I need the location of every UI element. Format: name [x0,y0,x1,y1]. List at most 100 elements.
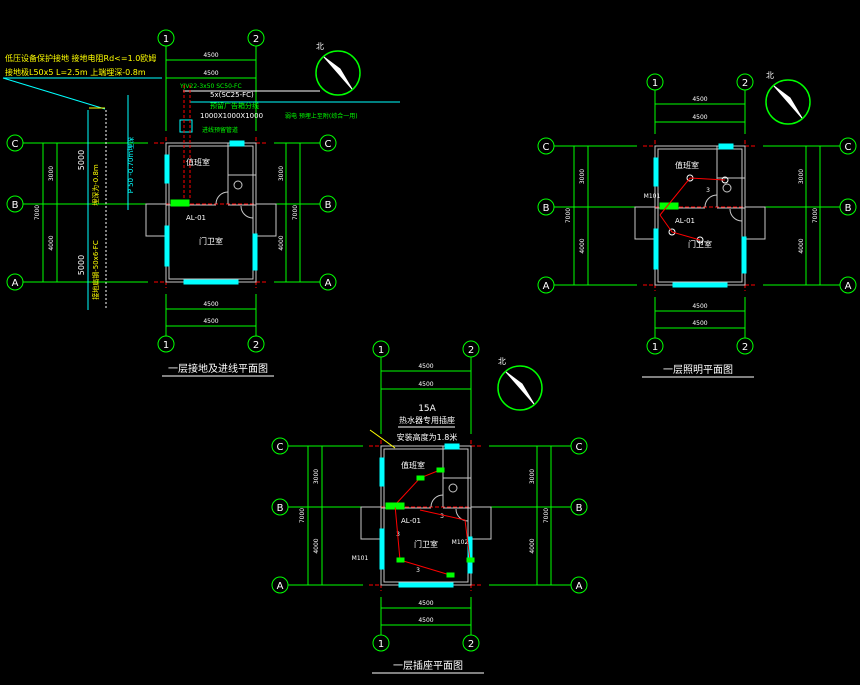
dim-v-1: 3000 [579,169,586,184]
door-swing [430,494,444,508]
axis-bubble-top-1: 1 [652,78,658,89]
window [741,236,747,274]
dim-v-1: 3000 [313,469,320,484]
riser-note: 进线预留管道 [202,126,238,134]
window [379,457,385,487]
socket-note-1: 热水器专用插座 [399,415,455,425]
pipe-note: 弱电 预埋上至附(综合一用) [285,112,358,120]
dim-v-right-1: 3000 [798,169,805,184]
dim-bottom: 4500 [692,303,707,310]
dim-v-right-total: 7000 [292,205,299,220]
dim-v-total: 7000 [299,508,306,523]
axis-bubble-left-A: A [12,278,19,289]
light-fixture-icon [668,228,676,236]
dim-v-1: 3000 [48,166,55,181]
dim-v-right-2: 4000 [529,538,536,553]
window [379,528,385,570]
light-wire-count: 3 [706,187,710,194]
socket-wire-count: 3 [440,513,444,520]
ground-note-1: 低压设备保护接地 接地电阻Rd<=1.0欧姆 [5,53,156,63]
toilet-fixture [448,483,458,493]
dim-bottom-2: 4500 [692,320,707,327]
north-label: 北 [766,71,774,80]
inner-wall [657,148,743,283]
axis-bubble-right-B: B [325,200,332,211]
dim-bottom: 4500 [203,301,218,308]
north-label: 北 [316,42,324,51]
socket-door-label-1: M101 [352,555,369,562]
dim-bottom-2: 4500 [203,318,218,325]
window [467,536,473,574]
door-swing [704,194,718,208]
axis-bubble-left-C: C [543,142,550,153]
room-label-guard: 门卫室 [199,236,223,246]
axis-bubble-left-A: A [543,281,550,292]
room-label-duty: 值班室 [401,460,425,470]
north-arrow-circle [497,365,543,411]
north-arrow-circle [315,50,361,96]
dim-v-right-total: 7000 [543,508,550,523]
toilet-fixture [233,180,243,190]
dim-v-right-1: 3000 [529,469,536,484]
axis-bubble-left-B: B [12,200,19,211]
toilet-fixture [722,183,732,193]
dim-top: 4500 [418,363,433,370]
axis-bubble-bottom-2: 2 [468,639,474,650]
distribution-panel [659,202,679,210]
socket-door-label-2: M102 [452,539,469,546]
axis-bubble-bottom-1: 1 [163,340,169,351]
axis-bubble-right-A: A [325,278,332,289]
side-bay-left [360,506,382,540]
socket-icon [466,557,475,563]
axis-bubble-top-2: 2 [742,78,748,89]
window [252,233,258,271]
leader-line [2,77,106,110]
dim-5000-b: 5000 [77,255,86,275]
axis-bubble-left-C: C [277,442,284,453]
inner-wall [168,145,254,280]
axis-bubble-top-1: 1 [378,345,384,356]
dim-bottom: 4500 [418,600,433,607]
light-fixture-icon [696,236,704,244]
axis-bubble-right-C: C [325,139,332,150]
socket-note-2: 安装高度为1.8米 [397,432,458,442]
side-bay-left [634,206,656,240]
door-swing [455,508,469,522]
window [718,143,734,150]
axis-bubble-top-2: 2 [253,34,259,45]
inner-wall [383,448,469,583]
window [229,140,245,147]
north-arrow-icon [505,371,535,405]
door-swing [240,205,254,219]
socket-icon [436,467,445,473]
flat-steel-note: 接地扁钢-50x6-FC [91,240,100,300]
dim-v-2: 4000 [313,538,320,553]
dim-bottom-2: 4500 [418,617,433,624]
dim-top-2: 4500 [418,381,433,388]
room-label-duty: 值班室 [675,160,699,170]
dim-v-total: 7000 [565,208,572,223]
socket-icon [446,572,455,578]
socket-rating: 15A [418,404,436,414]
dim-5000-a: 5000 [77,150,86,170]
door-swing [729,208,743,222]
room-label-duty: 值班室 [186,157,210,167]
ground-note-2: 接地极L50x5 L=2.5m 上端埋深-0.8m [5,67,146,77]
window [653,157,659,187]
side-bay-right [255,203,277,237]
axis-bubble-top-2: 2 [468,345,474,356]
axis-bubble-left-B: B [543,203,550,214]
panel-label: AL-01 [675,217,695,225]
side-bay-right [744,206,766,240]
dim-v-2: 4000 [579,238,586,253]
plan-title: 一层照明平面图 [663,364,733,376]
pipe-depth-note: P 50 -0.70m埋深 [126,137,135,194]
dim-top: 4500 [203,52,218,59]
window [183,279,239,285]
box-size: 1000X1000X1000 [200,112,263,120]
axis-bubble-left-C: C [12,139,19,150]
plan-title: 一层插座平面图 [393,659,463,672]
north-label: 北 [498,357,506,366]
axis-bubble-bottom-2: 2 [742,342,748,353]
